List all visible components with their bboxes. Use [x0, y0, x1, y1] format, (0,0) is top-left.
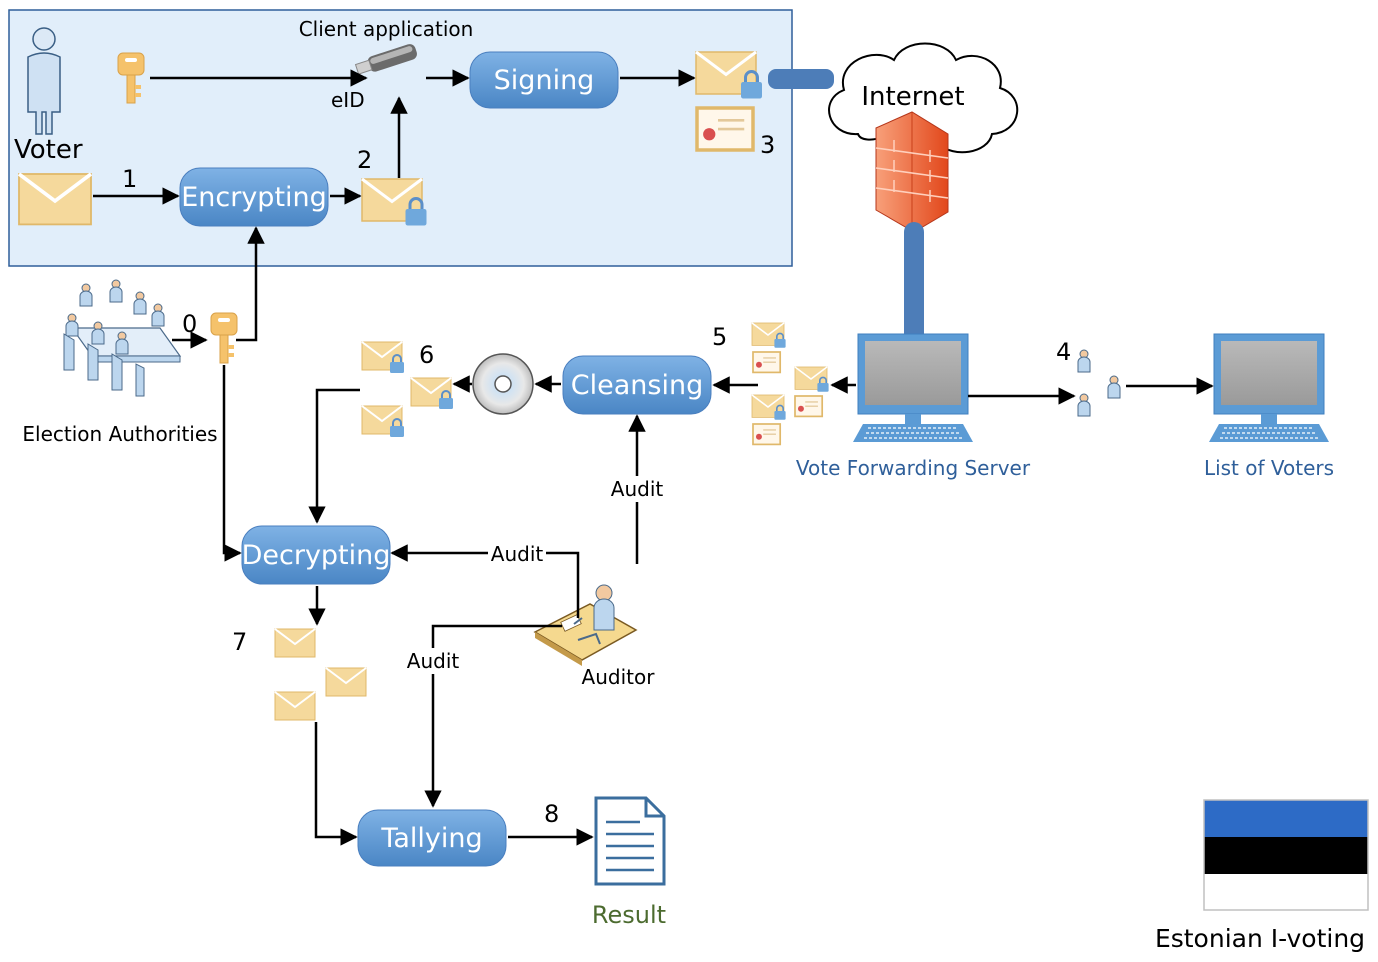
step-0: 0 — [182, 310, 197, 338]
envelope-icon — [17, 172, 93, 227]
signing-process: Signing — [469, 51, 619, 109]
arrow-envelopes-to-decrypting — [308, 388, 360, 524]
vote-forwarding-server-icon — [852, 333, 974, 443]
audit-label-bg — [488, 541, 546, 567]
decrypting-label: Decrypting — [242, 540, 391, 571]
eid-label: eID — [331, 88, 365, 112]
tallying-process: Tallying — [357, 809, 507, 867]
cd-disc-icon — [472, 353, 534, 415]
decrypted-envelopes-group — [274, 628, 367, 721]
step-3: 3 — [760, 131, 775, 159]
voter-mini-icon — [1107, 375, 1121, 399]
arrow-key-to-decrypting — [222, 365, 242, 562]
step-4: 4 — [1056, 338, 1071, 366]
estonia-flag-icon — [1203, 799, 1369, 911]
audit-tallying-label: Audit — [407, 649, 460, 673]
key-icon — [210, 312, 238, 364]
list-of-voters-label: List of Voters — [1204, 456, 1334, 480]
arrow-votes-to-tallying — [314, 722, 358, 846]
meeting-group-icon — [63, 279, 182, 397]
voter-person-icon — [27, 27, 61, 135]
step-6: 6 — [419, 341, 434, 369]
audit-line-decrypting — [390, 544, 580, 618]
arrow-key-to-encrypting — [236, 226, 265, 342]
signed-envelope-icon — [694, 50, 764, 100]
vote-forwarding-server-label: Vote Forwarding Server — [796, 456, 1031, 480]
pipe-to-server — [904, 222, 924, 335]
signed-envelopes-group — [751, 322, 830, 446]
decrypting-process: Decrypting — [241, 525, 391, 585]
step-2: 2 — [357, 146, 372, 174]
election-authorities-label: Election Authorities — [22, 422, 217, 446]
step-7: 7 — [232, 628, 247, 656]
certificate-icon — [695, 106, 755, 152]
step-5: 5 — [712, 323, 727, 351]
caption-label: Estonian I-voting — [1155, 924, 1365, 953]
signing-label: Signing — [494, 65, 595, 96]
encrypted-envelopes-group — [361, 341, 454, 438]
encrypting-process: Encrypting — [179, 167, 329, 227]
client-application-title: Client application — [299, 17, 474, 41]
encrypting-label: Encrypting — [181, 182, 327, 213]
voter-mini-icon — [1077, 393, 1091, 417]
voter-mini-icon — [1077, 349, 1091, 373]
internet-label: Internet — [861, 82, 964, 112]
list-of-voters-icon — [1208, 333, 1330, 443]
cleansing-label: Cleansing — [571, 370, 703, 401]
step-8: 8 — [544, 800, 559, 828]
cleansing-process: Cleansing — [562, 355, 712, 415]
audit-cleansing-label: Audit — [611, 477, 664, 501]
audit-label-bg — [608, 476, 666, 502]
document-icon — [594, 796, 666, 886]
audit-line-tallying — [424, 624, 562, 808]
result-label: Result — [592, 901, 666, 929]
step-1: 1 — [122, 165, 137, 193]
firewall-icon — [875, 111, 949, 233]
audit-label-bg — [404, 648, 462, 674]
pipe-to-internet — [768, 69, 834, 89]
auditor-desk-icon — [533, 584, 638, 666]
tallying-label: Tallying — [380, 823, 482, 854]
audit-decrypting-label: Audit — [491, 542, 544, 566]
voter-label: Voter — [14, 135, 83, 165]
encrypted-envelope-icon — [360, 177, 428, 227]
auditor-label: Auditor — [582, 665, 656, 689]
